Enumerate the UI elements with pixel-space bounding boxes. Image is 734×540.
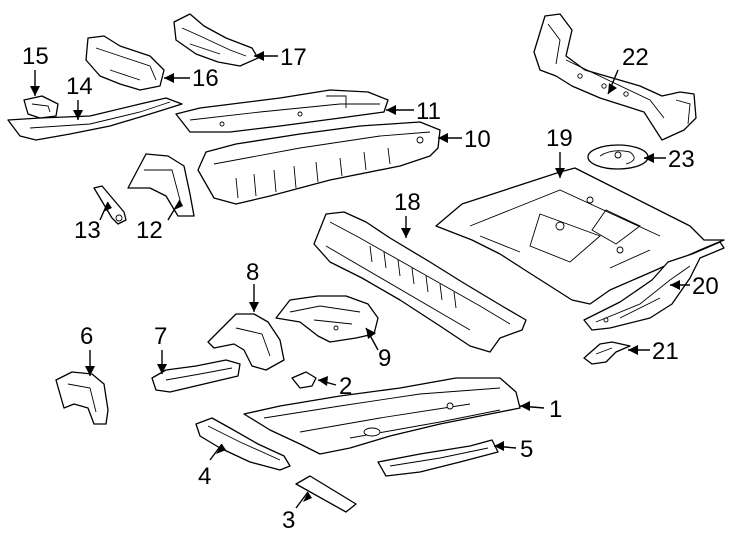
part-20-rear-side-member: [583, 241, 725, 331]
callout-4: 4: [198, 463, 211, 490]
callout-6: 6: [80, 323, 93, 350]
callout-17: 17: [280, 44, 307, 71]
callout-20: 20: [692, 273, 719, 300]
callout-8: 8: [246, 259, 259, 286]
callout-15: 15: [22, 43, 49, 70]
part-4-sill: [195, 417, 291, 471]
part-14-front-rail: [7, 97, 183, 141]
part-23-cover-plate: [587, 144, 649, 170]
callout-12: 12: [136, 217, 163, 244]
part-3-plate: [295, 475, 357, 513]
part-11-front-crossmember-upper: [175, 89, 389, 133]
callout-2: 2: [339, 373, 352, 400]
part-5-rear-sill: [377, 439, 499, 477]
part-10-dash-panel: [197, 121, 441, 205]
callout-23: 23: [668, 146, 695, 173]
callout-11: 11: [416, 98, 441, 125]
part-8-pillar-reinforcement: [207, 313, 285, 371]
part-7-rocker: [151, 359, 241, 393]
part-12-side-panel: [127, 153, 195, 217]
callout-18: 18: [394, 189, 421, 216]
callout-7: 7: [154, 323, 167, 350]
callout-3: 3: [282, 507, 295, 534]
part-1-front-floor-pan: [243, 377, 521, 455]
part-21-bracket: [583, 341, 631, 365]
callout-13: 13: [74, 217, 101, 244]
callout-22: 22: [622, 44, 649, 71]
callout-19: 19: [546, 125, 573, 152]
part-6-side-extension: [55, 371, 109, 425]
part-22-rear-crossmember: [533, 13, 697, 141]
callout-14: 14: [66, 73, 93, 100]
leader-lines: [30, 51, 690, 509]
part-15-rail-bracket: [23, 95, 59, 119]
part-18-tunnel-member: [313, 211, 527, 353]
callout-1: 1: [549, 396, 562, 423]
callout-21: 21: [652, 338, 679, 365]
callout-5: 5: [520, 436, 533, 463]
callout-9: 9: [378, 345, 391, 372]
part-17-reinforcement: [173, 13, 259, 67]
callout-10: 10: [464, 126, 491, 153]
part-9-bracket-assembly: [275, 295, 379, 343]
part-16-front-extension: [85, 35, 165, 91]
part-2-clip: [291, 371, 317, 389]
callout-16: 16: [192, 65, 219, 92]
